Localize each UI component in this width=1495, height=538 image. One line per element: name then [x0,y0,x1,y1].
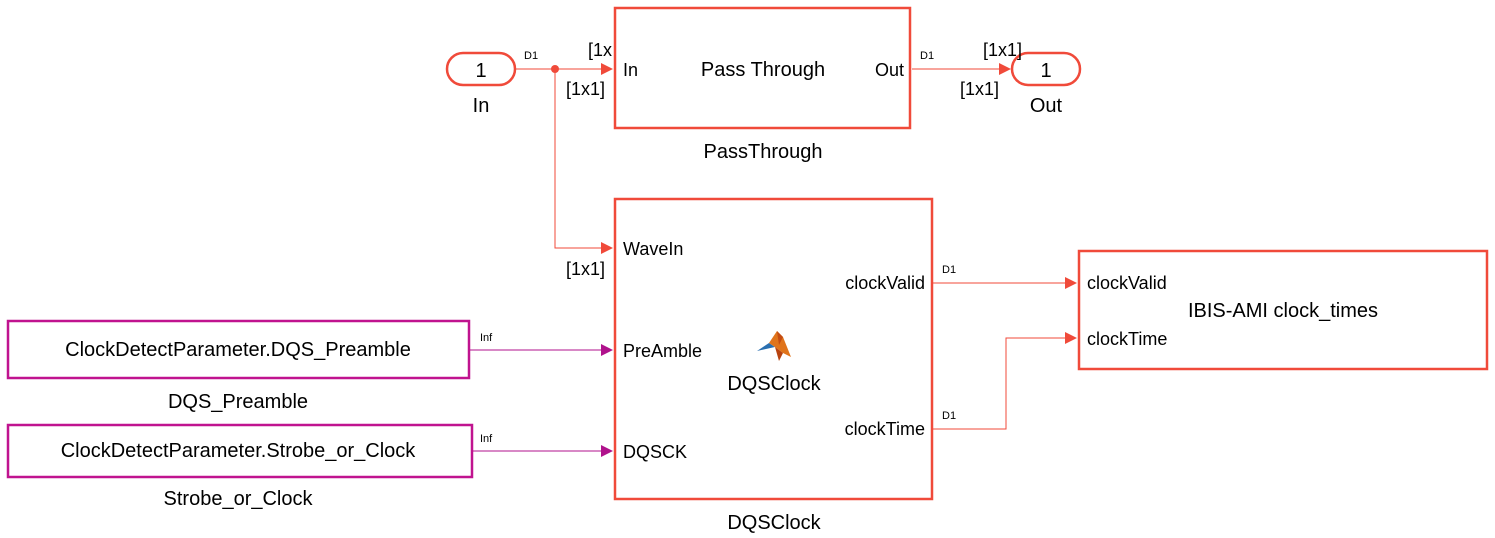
ibis-title: IBIS-AMI clock_times [1188,300,1378,322]
label-out-dim-bottom: [1x1] [960,79,999,99]
label-clocktime-rate: D1 [942,410,956,422]
label-pt-in-dim-top: [1x [588,40,612,60]
constant-strobe-value: ClockDetectParameter.Strobe_or_Clock [61,440,417,462]
passthrough-title: Pass Through [701,59,825,81]
dqsclock-block[interactable]: WaveIn PreAmble DQSCK clockValid clockTi… [613,197,934,534]
outport-block[interactable]: 1 Out [1010,51,1082,117]
label-out-dim-top: [1x1] [983,40,1022,60]
inport-name: In [473,95,490,117]
label-pt-out-rate: D1 [920,50,934,62]
label-preamble-rate: Inf [480,332,493,344]
signal-branch-to-wavein[interactable] [554,69,613,254]
inport-number: 1 [475,60,486,82]
label-wavein-dim: [1x1] [566,259,605,279]
label-clockvalid-rate: D1 [942,264,956,276]
matlab-logo-icon [757,331,791,361]
signal-labels: D1 [1x [1x1] D1 [1x1] [1x1] [1x1] Inf In… [480,40,1022,445]
signal-clocktime[interactable] [933,332,1077,430]
constant-preamble-name: DQS_Preamble [168,391,308,413]
ibis-clock-times-block[interactable]: clockValid clockTime IBIS-AMI clock_time… [1077,249,1489,371]
dqsclock-port-dqsck: DQSCK [623,442,687,462]
passthrough-block[interactable]: Pass Through In Out PassThrough [613,6,912,163]
passthrough-out-port: Out [875,60,904,80]
dqsclock-name: DQSClock [727,512,821,534]
branch-point [551,65,559,73]
ibis-port-clocktime: clockTime [1087,329,1167,349]
label-pt-in-dim-bottom: [1x1] [566,79,605,99]
constant-strobe-name: Strobe_or_Clock [164,488,314,510]
dqsclock-port-wavein: WaveIn [623,239,683,259]
outport-name: Out [1030,95,1063,117]
constant-preamble-value: ClockDetectParameter.DQS_Preamble [65,339,411,361]
dqsclock-port-preamble: PreAmble [623,341,702,361]
constant-preamble-block[interactable]: ClockDetectParameter.DQS_Preamble DQS_Pr… [6,319,471,413]
signal-lines [469,63,1077,457]
dqsclock-port-clockvalid: clockValid [845,273,925,293]
label-dqsck-rate: Inf [480,433,493,445]
passthrough-name: PassThrough [704,141,823,163]
label-in-rate: D1 [524,50,538,62]
dqsclock-inner-label: DQSClock [727,373,821,395]
ibis-port-clockvalid: clockValid [1087,273,1167,293]
passthrough-in-port: In [623,60,638,80]
constant-strobe-block[interactable]: ClockDetectParameter.Strobe_or_Clock Str… [6,423,474,510]
outport-number: 1 [1040,60,1051,82]
dqsclock-port-clocktime: clockTime [845,419,925,439]
inport-block[interactable]: 1 In [445,51,517,117]
